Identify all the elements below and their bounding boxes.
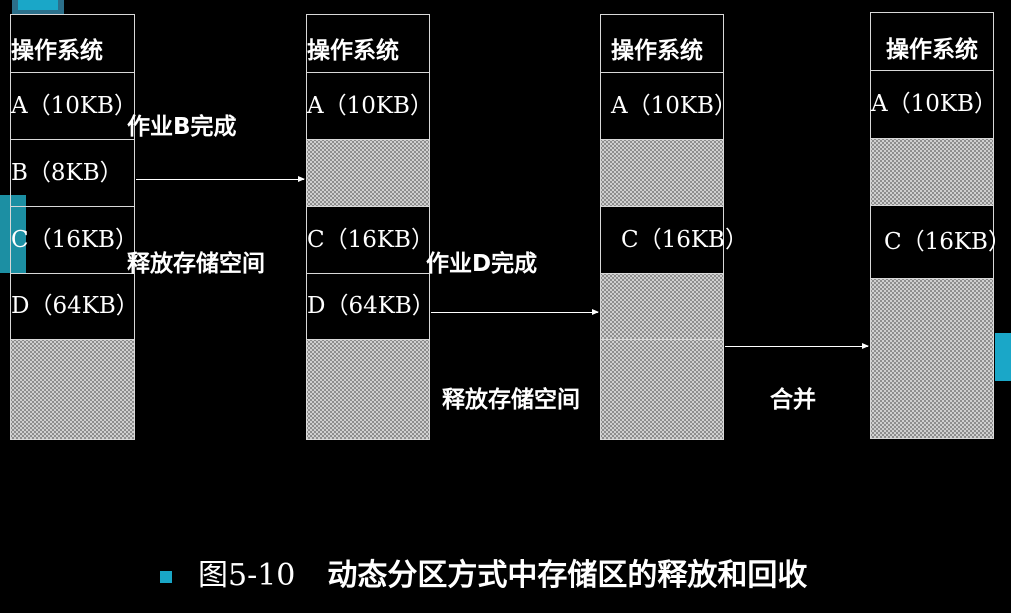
os-cell: 操作系统 bbox=[11, 15, 134, 73]
release-space-label-1: 释放存储空间 bbox=[127, 251, 265, 277]
block-d-cell: D（64KB） bbox=[11, 274, 139, 340]
merge-label: 合并 bbox=[770, 387, 816, 413]
block-d-cell: D（64KB） bbox=[307, 274, 435, 340]
os-cell: 操作系统 bbox=[601, 15, 723, 73]
free-area bbox=[307, 340, 429, 439]
memory-column-1: 操作系统 A（10KB） B（8KB） C（16KB） D（64KB） bbox=[10, 14, 139, 440]
arrow-3 bbox=[725, 343, 869, 349]
free-area bbox=[11, 340, 134, 439]
block-c-cell: C（16KB） bbox=[307, 207, 434, 274]
free-area bbox=[601, 140, 723, 207]
block-a-cell: A（10KB） bbox=[871, 71, 997, 139]
job-b-done-label: 作业B完成 bbox=[127, 114, 237, 140]
block-c-cell: C（16KB） bbox=[11, 207, 138, 274]
figure-caption: 图5-10 动态分区方式中存储区的释放和回收 bbox=[160, 550, 807, 594]
release-space-label-2: 释放存储空间 bbox=[442, 387, 580, 413]
memory-column-3: 操作系统 A（10KB） C（16KB） bbox=[600, 14, 748, 440]
block-a-cell: A（10KB） bbox=[307, 73, 433, 140]
free-area bbox=[307, 140, 429, 207]
decor-square-left bbox=[0, 195, 26, 273]
memory-column-4: 操作系统 A（10KB） C（16KB） bbox=[870, 12, 1011, 439]
arrow-2 bbox=[431, 309, 599, 315]
block-c-cell: C（16KB） bbox=[871, 206, 1011, 279]
job-d-done-label: 作业D完成 bbox=[426, 251, 538, 277]
block-a-cell: A（10KB） bbox=[11, 73, 137, 140]
block-c-cell: C（16KB） bbox=[601, 207, 748, 274]
arrow-1 bbox=[136, 176, 305, 182]
block-a-cell: A（10KB） bbox=[601, 73, 737, 140]
figure-number: 图5-10 bbox=[198, 558, 296, 593]
bullet-icon bbox=[160, 570, 172, 583]
os-cell: 操作系统 bbox=[307, 15, 429, 73]
free-area bbox=[601, 340, 723, 439]
free-area bbox=[871, 139, 993, 206]
merged-free-area bbox=[871, 279, 993, 438]
decor-square-right bbox=[995, 333, 1011, 381]
memory-column-2: 操作系统 A（10KB） C（16KB） D（64KB） bbox=[306, 14, 435, 440]
os-cell: 操作系统 bbox=[871, 13, 993, 71]
decor-square-top-left-inner bbox=[18, 0, 58, 10]
figure-title: 动态分区方式中存储区的释放和回收 bbox=[327, 558, 808, 593]
block-b-cell: B（8KB） bbox=[11, 140, 134, 207]
free-area bbox=[601, 274, 723, 340]
